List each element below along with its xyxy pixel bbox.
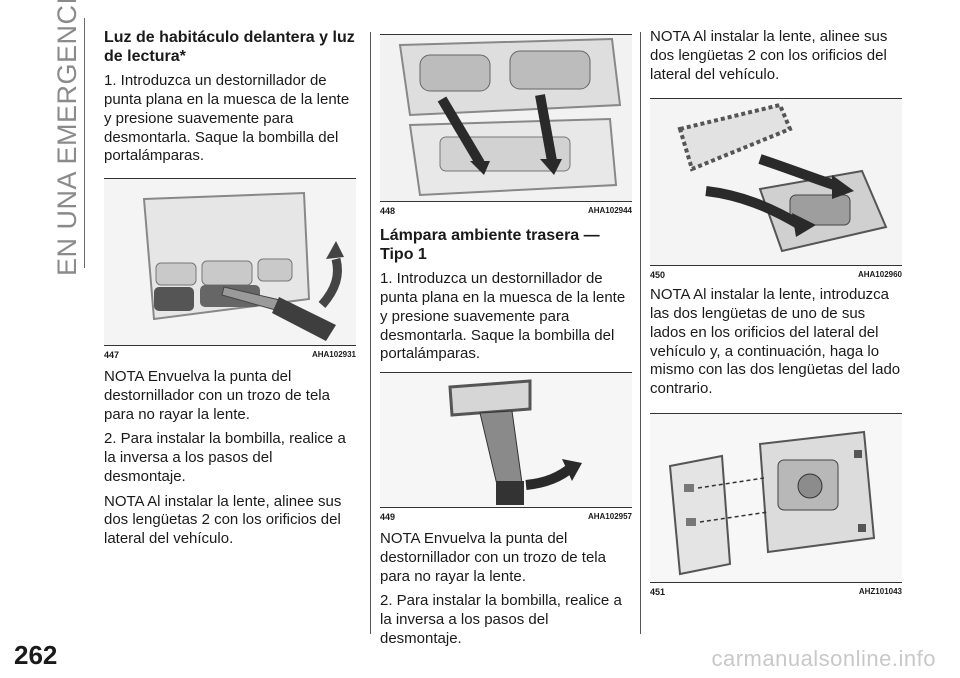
column-1: Luz de habitáculo delantera y luz de lec… bbox=[104, 28, 356, 555]
figure-number: 451 bbox=[650, 586, 666, 597]
section-divider bbox=[84, 18, 85, 268]
figure-450: 450 AHA102960 bbox=[650, 98, 902, 280]
paragraph: 2. Para instalar la bombilla, realice a … bbox=[104, 430, 346, 485]
figure-code: AHA102960 bbox=[857, 270, 902, 280]
figure-number: 450 bbox=[650, 270, 666, 281]
figure-code: AHA102944 bbox=[587, 206, 632, 215]
illustration-rear-lamp-removal bbox=[380, 373, 632, 508]
column-2: 448 AHA102944 Lámpara ambiente trasera — … bbox=[380, 34, 632, 655]
figure-code: AHA102957 bbox=[587, 512, 632, 522]
column-divider bbox=[370, 32, 371, 634]
section-title: EN UNA EMERGENCIA bbox=[52, 0, 82, 276]
illustration-lens-install bbox=[650, 99, 902, 266]
paragraph: 1. Introduzca un destornillador de punta… bbox=[380, 270, 626, 363]
illustration-front-lamp bbox=[104, 179, 356, 346]
paragraph: NOTA Al instalar la lente, alinee sus do… bbox=[104, 492, 342, 548]
column-divider bbox=[640, 32, 641, 634]
paragraph: NOTA Envuelva la punta del destornillado… bbox=[380, 530, 606, 585]
figure-number: 448 bbox=[380, 206, 396, 216]
illustration-rear-lamp bbox=[380, 35, 632, 201]
figure-number: 449 bbox=[380, 512, 396, 523]
figure-447: 447 AHA102931 bbox=[104, 178, 356, 360]
column-3: NOTA Al instalar la lente, alinee sus do… bbox=[650, 28, 902, 597]
figure-449: 449 AHA102957 bbox=[380, 372, 632, 522]
figure-448: 448 AHA102944 bbox=[380, 34, 632, 216]
paragraph: NOTA Envuelva la punta del destornillado… bbox=[104, 368, 330, 423]
paragraph: 2. Para instalar la bombilla, realice a … bbox=[380, 592, 622, 647]
figure-number: 447 bbox=[104, 350, 120, 361]
paragraph: NOTA Al instalar la lente, alinee sus do… bbox=[650, 28, 888, 83]
paragraph: NOTA Al instalar la lente, introduzca la… bbox=[650, 286, 901, 397]
figure-code: AHZ101043 bbox=[858, 586, 902, 596]
page-number: 262 bbox=[14, 640, 58, 670]
watermark: carmanualsonline.info bbox=[711, 646, 936, 671]
heading-front-light: Luz de habitáculo delantera y luz de lec… bbox=[104, 29, 355, 66]
figure-451: 451 AHZ101043 bbox=[650, 412, 902, 597]
illustration-tabs-alignment bbox=[650, 413, 902, 582]
paragraph: 1. Introduzca un destornillador de punta… bbox=[104, 72, 350, 165]
heading-rear-lamp: Lámpara ambiente trasera — Tipo 1 bbox=[380, 227, 600, 264]
figure-code: AHA102931 bbox=[311, 350, 356, 360]
